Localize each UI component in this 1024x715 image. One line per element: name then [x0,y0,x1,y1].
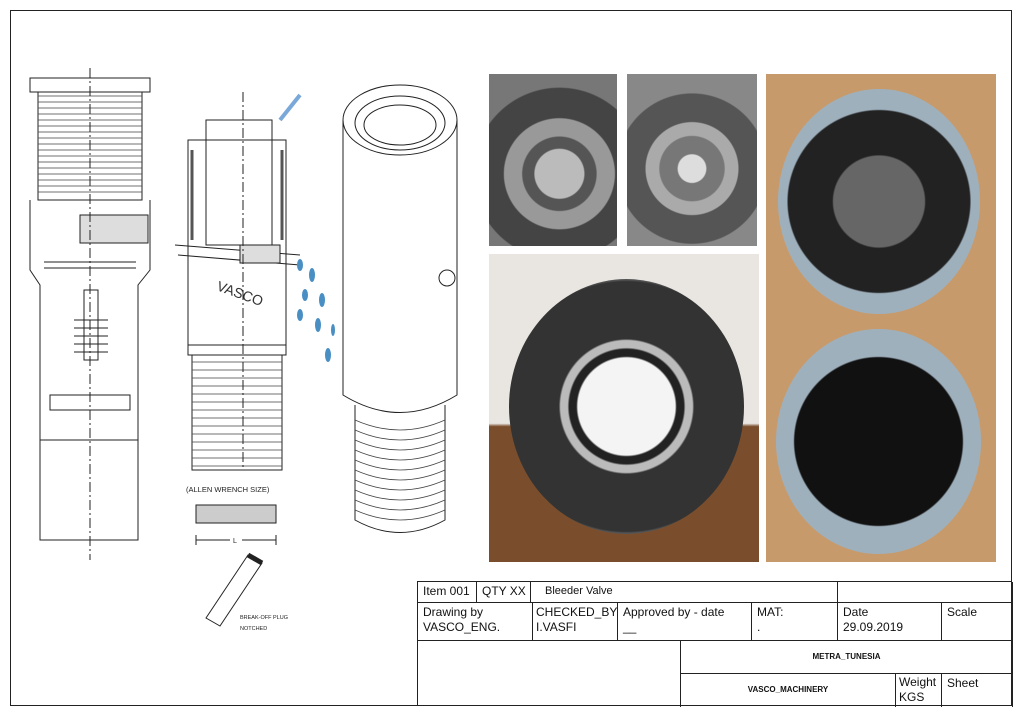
company-name: METRA_TUNESIA [681,641,1013,674]
photo-valve-end-view [489,254,759,562]
quantity: QTY XX [477,582,531,603]
maker-name: VASCO_MACHINERY [681,674,896,707]
photo-two-valves [766,74,996,562]
photo-valve-top-view-2 [627,74,757,246]
length-dimension: L [233,538,237,545]
scale-cell: Scale [942,603,1013,641]
part-title: Bleeder Valve [531,582,838,603]
photo-valve-top-view-1 [489,74,617,246]
isometric-view [342,84,458,533]
plug-notched-label: NOTCHED [240,626,267,632]
drawing-by-value: VASCO_ENG. [423,620,501,634]
item-number: Item 001 [418,582,477,603]
approved-value: __ [623,620,637,634]
date-label: Date [843,605,869,619]
material-value: . [757,620,761,634]
blank-cell [838,582,1013,603]
empty-cell [418,641,681,707]
plug-label: BREAK-OFF PLUG [240,615,288,621]
drawing-frame [10,10,1012,706]
title-block: Item 001 QTY XX Bleeder Valve Drawing by… [417,581,1013,707]
section-view-middle: VASCO L (ALLEN WRENCH SIZE) BREAK-OFF PL… [174,92,335,632]
weight-unit: KGS [899,690,925,704]
approved-cell: Approved by - date__ [618,603,752,641]
material-cell: MAT:. [752,603,838,641]
approved-label: Approved by - date [623,605,725,619]
sheet-cell: Sheet [942,674,1013,707]
material-label: MAT: [757,605,784,619]
date-value: 29.09.2019 [843,620,904,634]
checked-by-label: CHECKED_BY [536,605,618,619]
vasco-engraving: VASCO [215,278,266,309]
drawing-by-label: Drawing by [423,605,484,619]
weight-label: Weight [899,675,937,689]
checked-by-value: I.VASFI [536,620,577,634]
allen-wrench-label: (ALLEN WRENCH SIZE) [186,485,270,494]
section-view-left [29,68,151,560]
